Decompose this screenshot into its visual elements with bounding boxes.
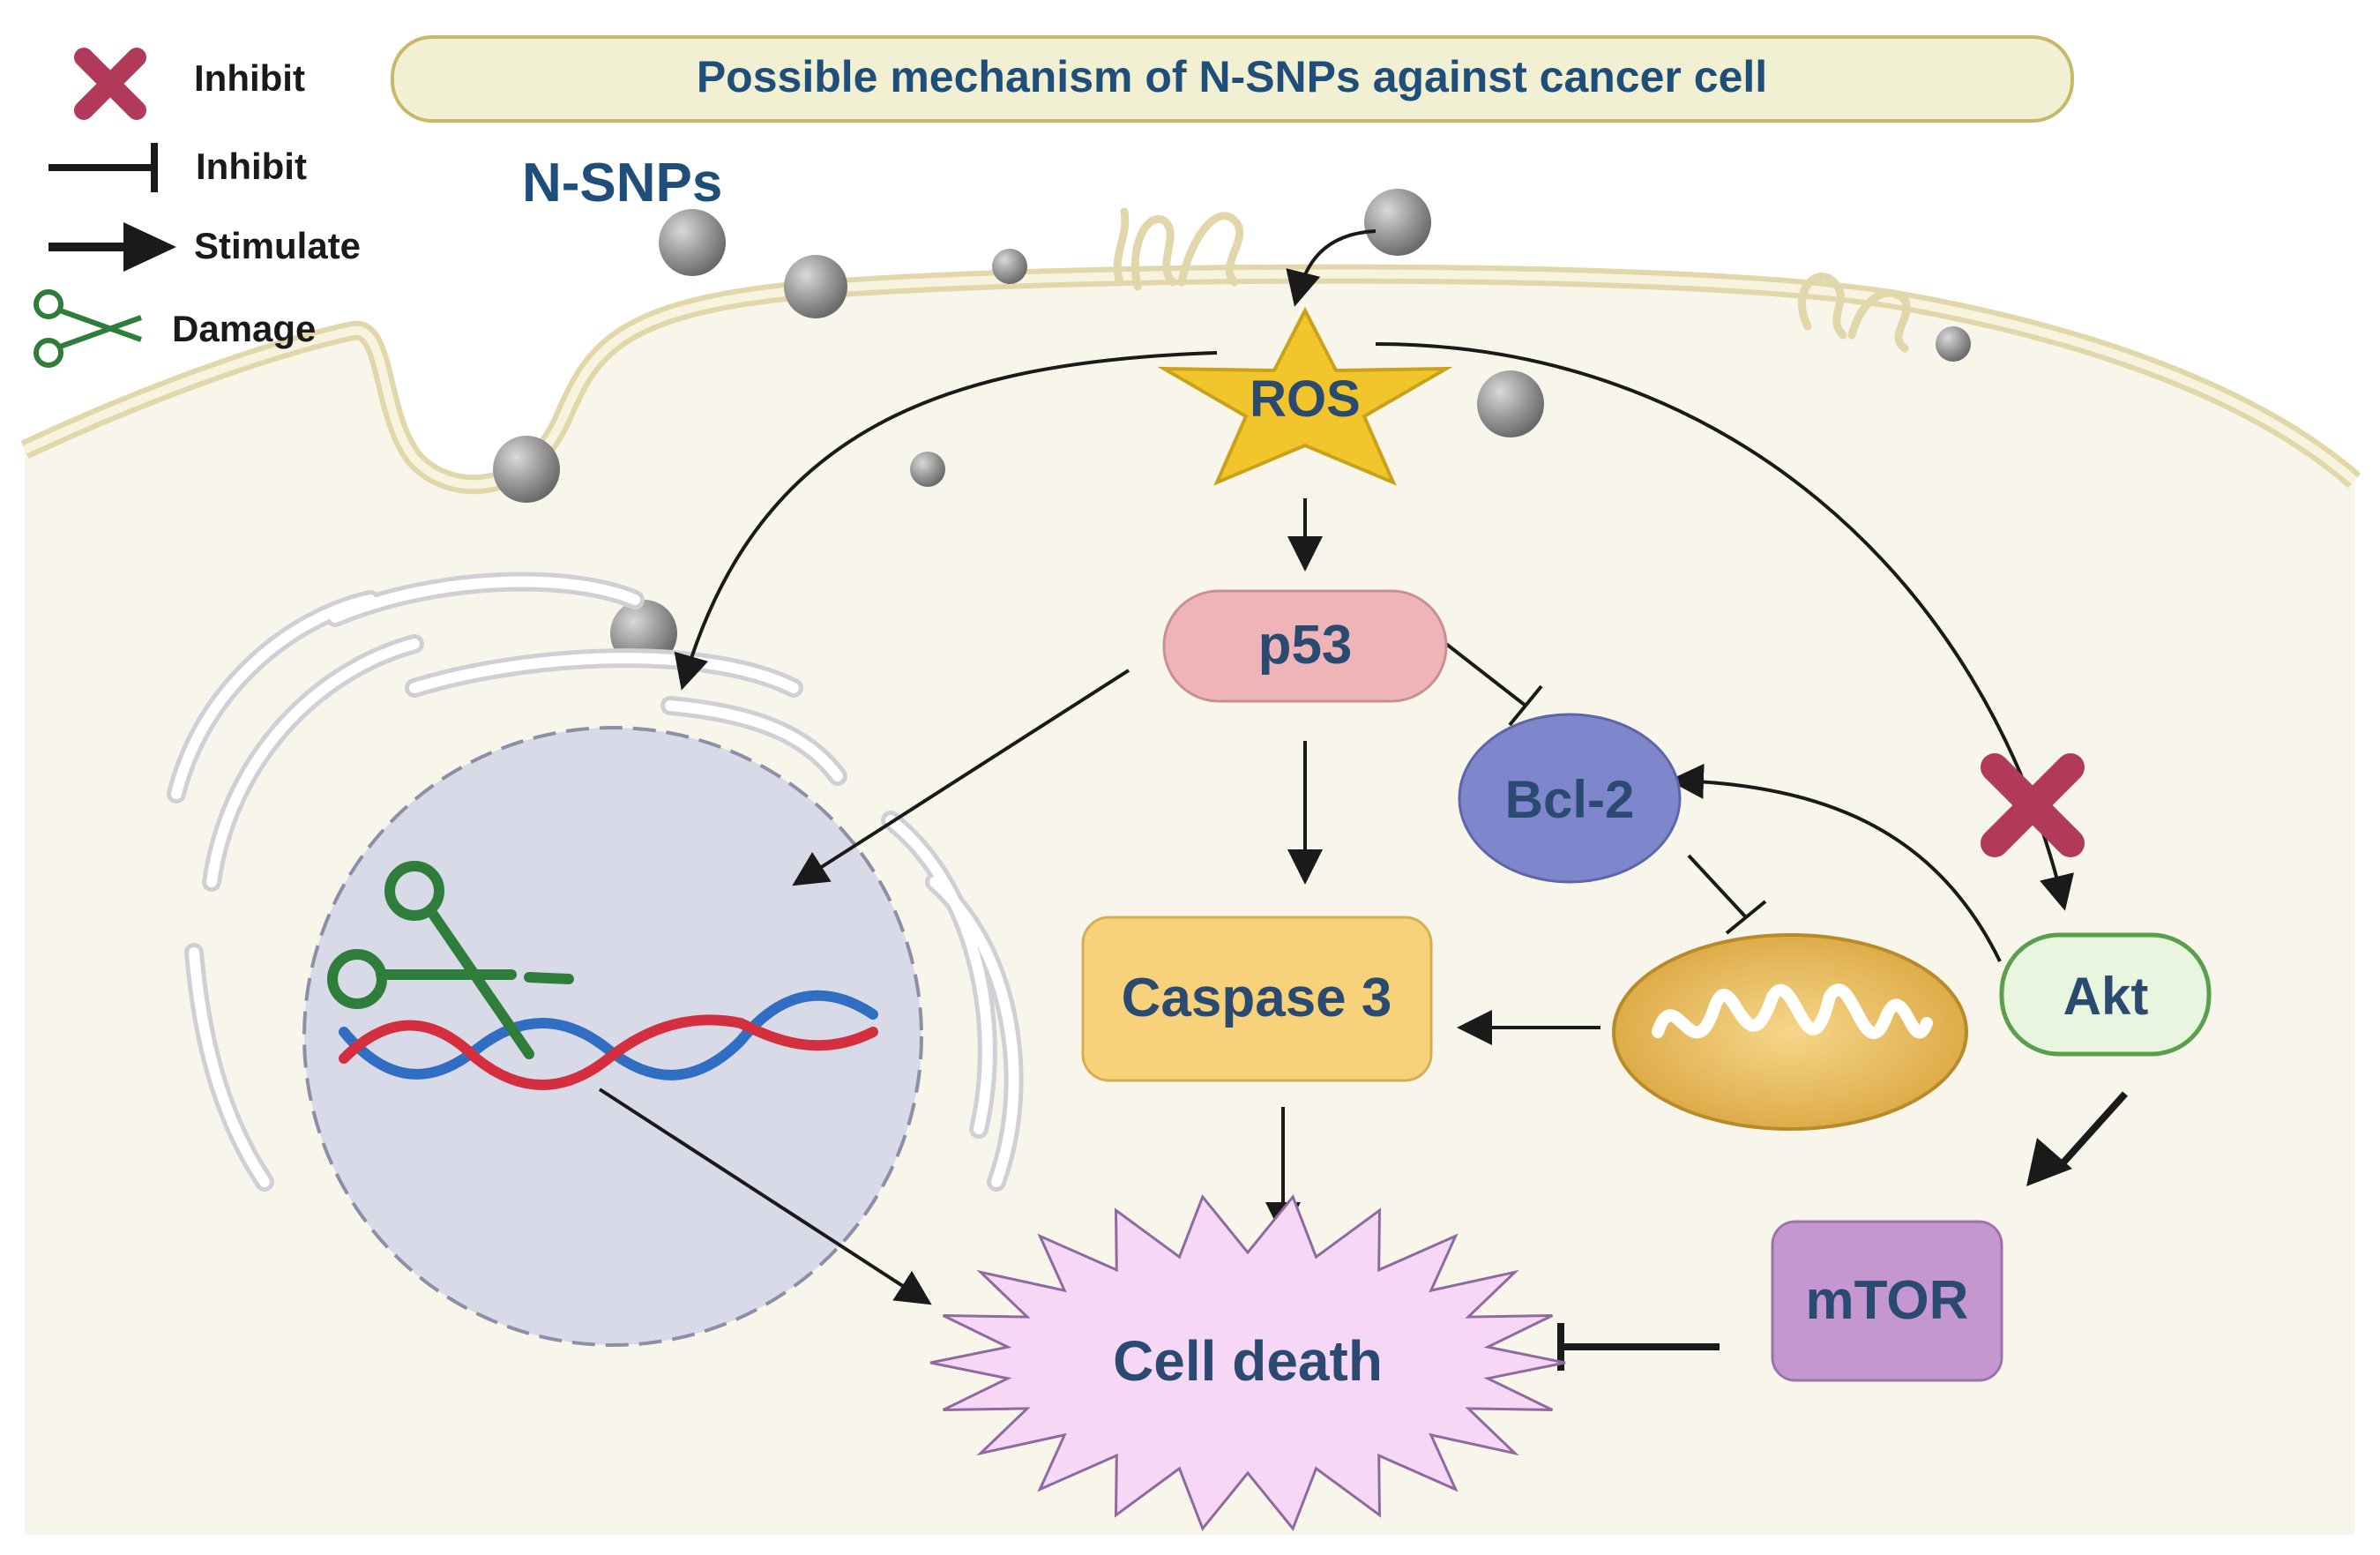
mtor-label: mTOR [1806, 1270, 1969, 1331]
scissors-icon [34, 289, 143, 368]
nucleus [302, 726, 923, 1347]
caspase3-node: Caspase 3 [1081, 916, 1433, 1082]
nanoparticle-icon [1364, 189, 1431, 256]
mtor-node: mTOR [1771, 1220, 2003, 1382]
microvilli-icon [1113, 207, 1911, 353]
akt-node: Akt [1999, 932, 2212, 1057]
legend-label-inhibit-x: Inhibit [194, 57, 305, 99]
arrow-akt-bcl2 [1668, 763, 2002, 962]
inhibit-bcl2-mito [1687, 854, 1748, 919]
x-mark-icon [74, 48, 146, 120]
endoplasmic-reticulum-inner [171, 576, 1019, 1187]
bcl2-label: Bcl-2 [1505, 770, 1635, 829]
ros-node: ROS [1157, 306, 1453, 486]
inhibit-p53-bcl2 [1444, 642, 1527, 707]
bcl2-node: Bcl-2 [1458, 713, 1682, 884]
nanoparticle-icon [659, 209, 726, 276]
nsnps-label: N-SNPs [522, 153, 722, 213]
p53-label: p53 [1258, 615, 1353, 676]
nanoparticle-icon [1477, 370, 1544, 437]
t-bar-icon [48, 143, 158, 192]
page-title: Possible mechanism of N-SNPs against can… [697, 52, 1767, 101]
legend-label-damage: Damage [172, 308, 316, 349]
arrow-ros-nucleus [674, 351, 1218, 691]
cell-death-label: Cell death [1113, 1329, 1383, 1393]
nanoparticle-icon [992, 249, 1027, 284]
p53-node: p53 [1162, 589, 1448, 703]
cell-death-burst-icon [929, 1193, 1566, 1532]
pathway-arrows [598, 229, 2074, 1305]
nanoparticle-icon [784, 255, 847, 318]
title-banner: Possible mechanism of N-SNPs against can… [391, 35, 2074, 123]
legend: Inhibit Inhibit Stimulate Damage [34, 48, 361, 368]
caspase3-label: Caspase 3 [1122, 968, 1392, 1028]
nanoparticles [493, 189, 1971, 991]
arrow-particle-ros [1286, 229, 1377, 307]
dna-icon [339, 990, 878, 1090]
mitochondrion-icon [1612, 933, 1968, 1131]
inhibit-x-icon [1981, 753, 2085, 857]
nanoparticle-icon [1936, 326, 1971, 362]
legend-label-stimulate: Stimulate [194, 225, 361, 266]
akt-label: Akt [2063, 967, 2149, 1026]
nanoparticle-icon [493, 436, 560, 503]
ros-label: ROS [1250, 370, 1361, 428]
inhibit-lines [1444, 642, 1767, 935]
arrow-icon [48, 222, 176, 272]
nanoparticle-icon [910, 452, 945, 487]
ros-star-icon [1157, 306, 1453, 486]
legend-label-inhibit-bar: Inhibit [196, 146, 307, 187]
arrow-ros-akt [1375, 342, 2074, 911]
cell-death-node: Cell death [929, 1193, 1566, 1532]
arrow-p53-nucleus [792, 669, 1130, 886]
arrow-nucleus-death [598, 1088, 932, 1305]
dna-damage-scissors-icon [327, 861, 574, 1059]
arrow-akt-mtor [2026, 1091, 2128, 1186]
